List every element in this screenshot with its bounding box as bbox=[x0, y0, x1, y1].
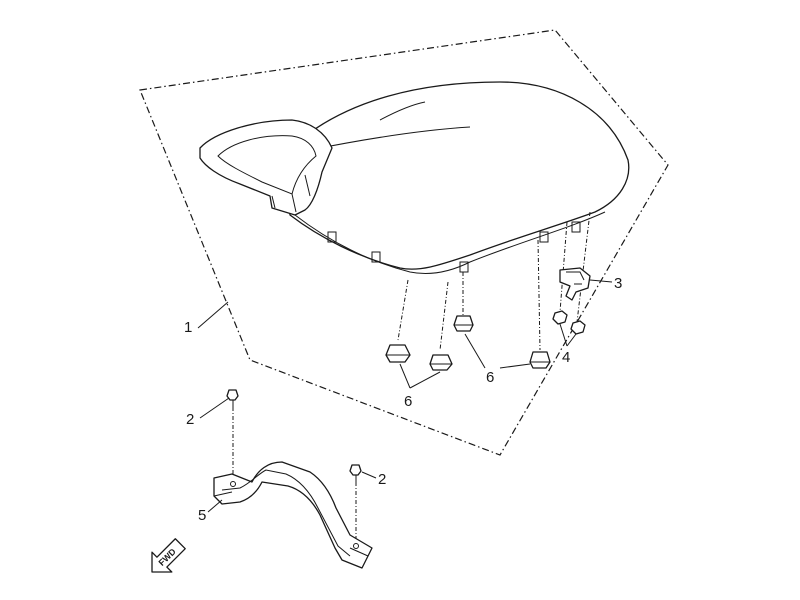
callout-2a: 2 bbox=[186, 411, 194, 428]
latch-clip bbox=[559, 267, 591, 301]
callout-4: 4 bbox=[562, 349, 570, 366]
seat-cushion bbox=[287, 81, 630, 270]
leader-5 bbox=[207, 499, 223, 513]
callout-6a: 6 bbox=[404, 393, 412, 410]
grab-handle bbox=[199, 119, 333, 216]
seat-assembly bbox=[199, 81, 630, 275]
leader-2b bbox=[361, 471, 377, 479]
leader-3 bbox=[589, 279, 613, 283]
callout-5: 5 bbox=[198, 507, 206, 524]
callout-1: 1 bbox=[184, 319, 192, 336]
forward-arrow-icon: FWD bbox=[151, 538, 186, 573]
leader-1 bbox=[197, 301, 229, 329]
bolt bbox=[226, 389, 239, 407]
leader-6a bbox=[399, 363, 411, 389]
assembly-boundary bbox=[139, 29, 669, 456]
leader-6c bbox=[464, 333, 486, 369]
leader-6d bbox=[499, 363, 531, 369]
support-bracket bbox=[213, 461, 373, 569]
rubber-damper bbox=[453, 315, 474, 332]
bolt bbox=[349, 464, 362, 482]
rubber-damper bbox=[429, 354, 453, 371]
leader-6b bbox=[409, 371, 441, 389]
leader-4a bbox=[559, 323, 568, 347]
hex-nut bbox=[570, 320, 586, 335]
leader-2a bbox=[199, 397, 230, 419]
hex-nut bbox=[552, 310, 568, 325]
rubber-damper bbox=[385, 344, 411, 363]
callout-3: 3 bbox=[614, 275, 622, 292]
rubber-damper bbox=[529, 351, 551, 369]
callout-2b: 2 bbox=[378, 471, 386, 488]
callout-6b: 6 bbox=[486, 369, 494, 386]
leader-4b bbox=[566, 333, 577, 347]
